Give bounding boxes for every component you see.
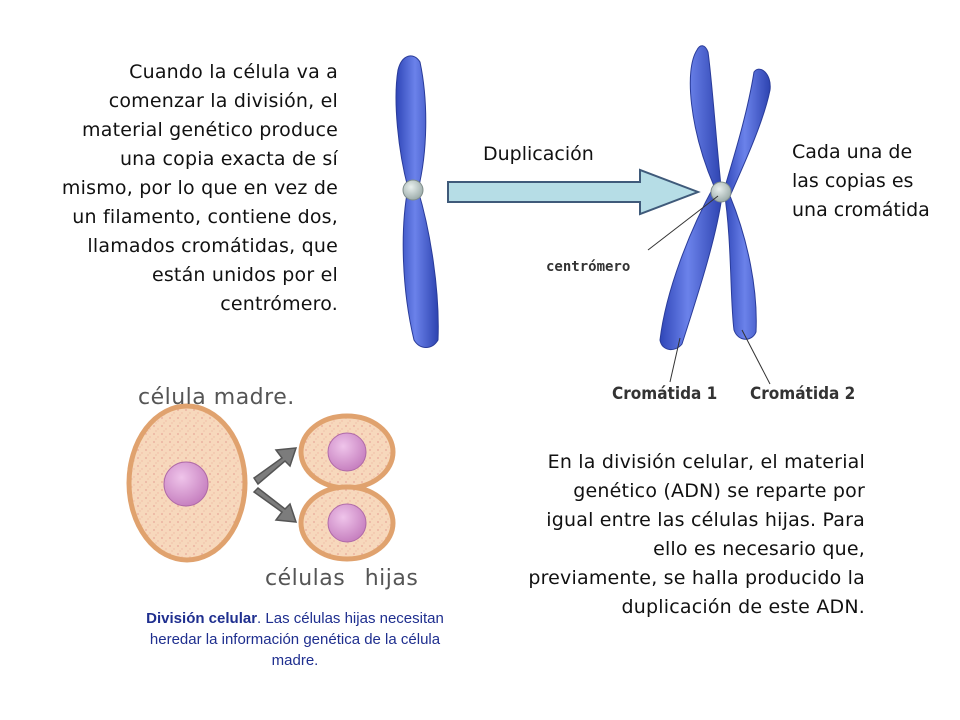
daughter-cells-label: células hijas (265, 566, 419, 591)
chromatid-1-pointer-line (669, 337, 681, 383)
caption-text: . Las células hijas necesitan heredar la… (149, 610, 444, 669)
daughter-nucleus-top (327, 432, 367, 472)
caption-title: División celular (146, 610, 258, 627)
division-paragraph: En la división celular, el material gené… (528, 451, 865, 618)
mother-nucleus (163, 461, 209, 507)
centromere-pointer-line (647, 195, 719, 251)
chromatid-1-label: Cromátida 1 (612, 384, 718, 404)
chromatid-2-label: Cromátida 2 (750, 384, 856, 404)
cell-division-illustration (126, 403, 396, 563)
mother-cell-label: célula madre. (138, 385, 295, 410)
duplicated-chromosome (659, 45, 771, 350)
split-arrows (252, 447, 298, 523)
centromere-label: centrómero (546, 259, 631, 275)
chromatid-2-pointer-line (741, 329, 771, 385)
duplication-label: Duplicación (483, 143, 594, 165)
single-chromosome (395, 55, 439, 348)
duplication-arrow (447, 168, 701, 216)
daughter-nucleus-bottom (327, 503, 367, 543)
centromere-dot (402, 179, 424, 201)
intro-paragraph: Cuando la célula va a comenzar la divisi… (61, 61, 338, 315)
figure-caption: División celular. Las células hijas nece… (140, 608, 450, 671)
copies-explanation: Cada una de las copias es una cromátida (792, 141, 930, 221)
